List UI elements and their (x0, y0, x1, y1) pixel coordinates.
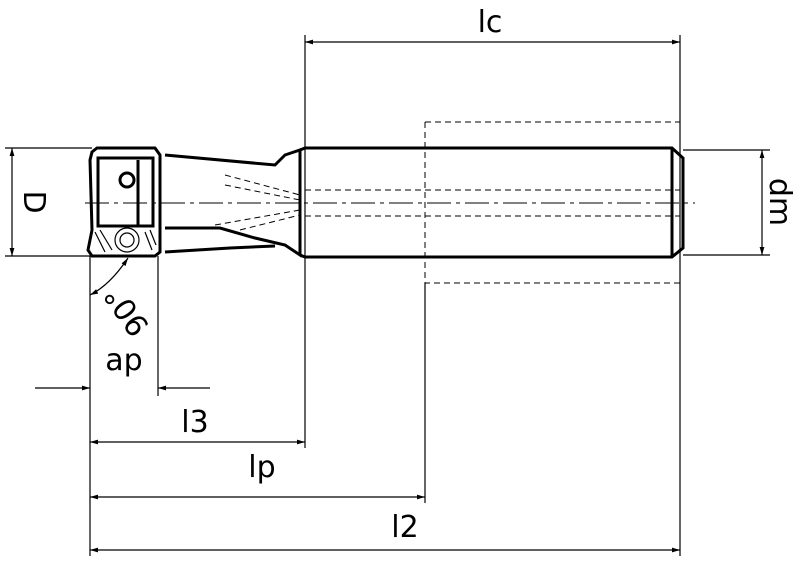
cutting-head (86, 146, 162, 258)
ap-label: ap (105, 343, 142, 378)
angle-dimension (89, 257, 129, 296)
extension-lines (5, 35, 770, 556)
angle-label: 90° (98, 279, 157, 343)
lc-label: lc (478, 5, 503, 40)
l3-label: l3 (181, 405, 208, 440)
tool-shank (299, 146, 685, 259)
l2-label: l2 (391, 510, 418, 545)
lp-label: lp (248, 450, 275, 485)
dm-label: dm (762, 178, 797, 226)
D-label: D (16, 190, 51, 213)
